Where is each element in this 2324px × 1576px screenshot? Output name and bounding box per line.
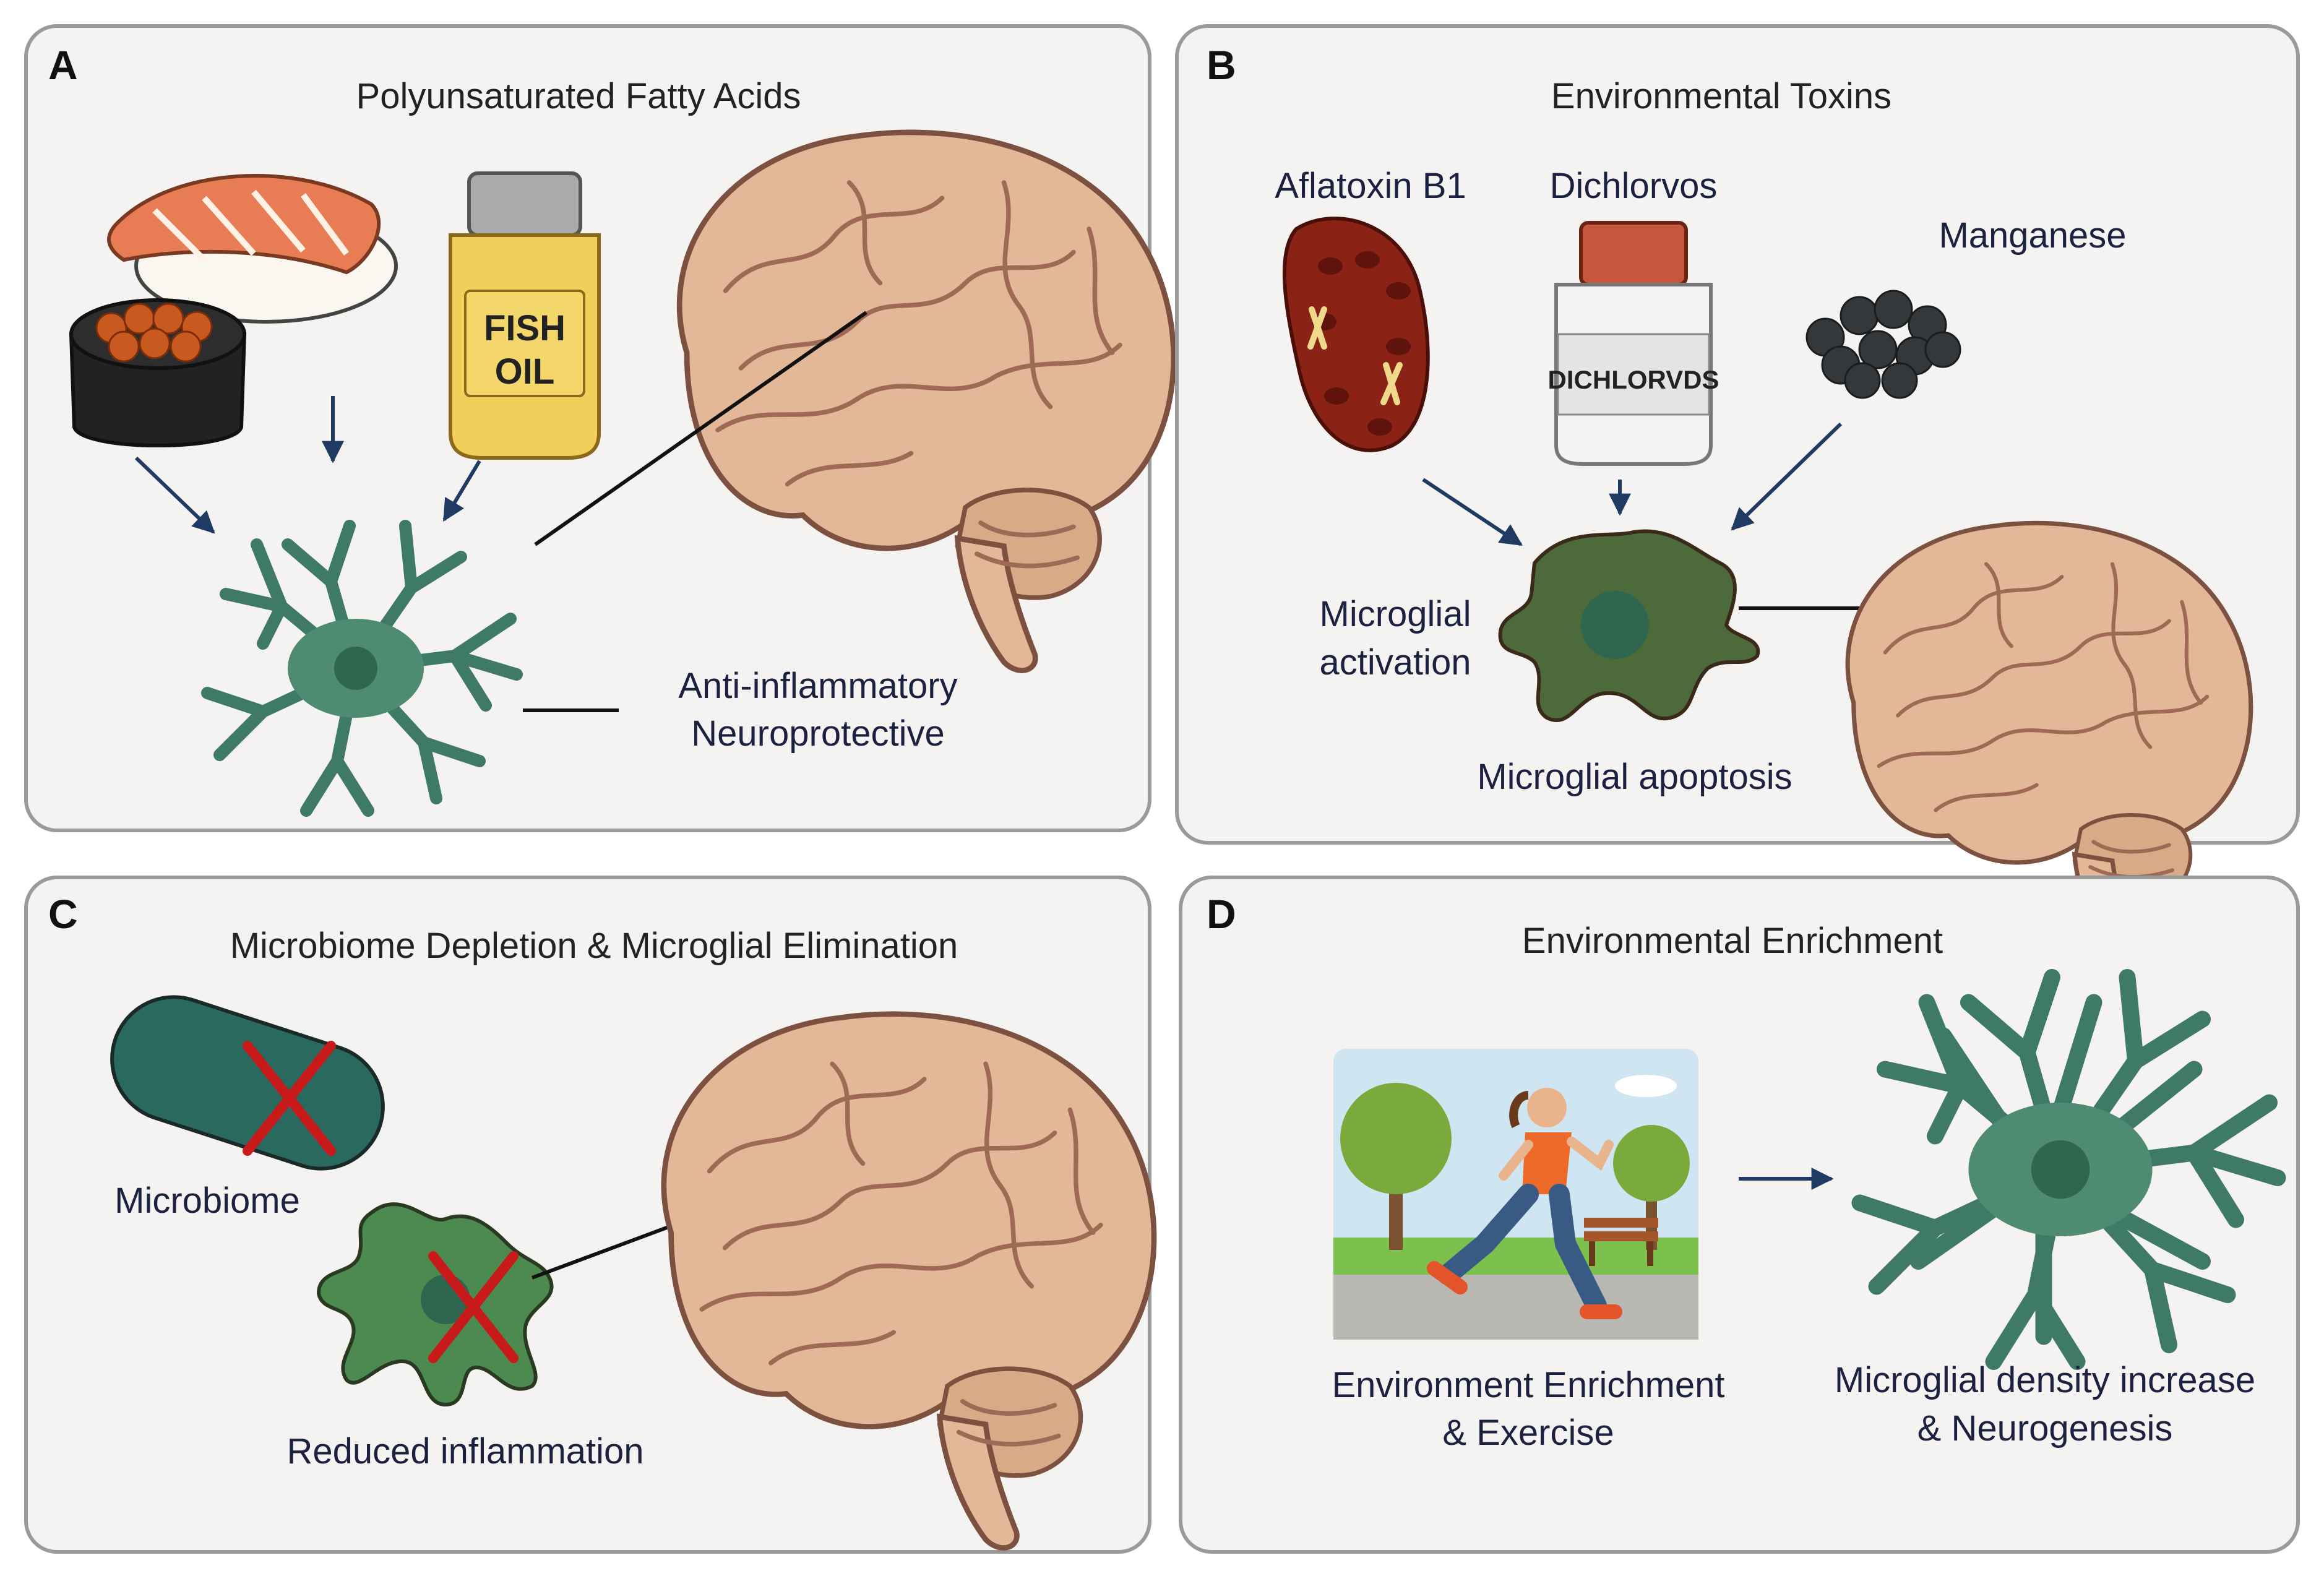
cross-mark-icon	[243, 1041, 336, 1156]
fish-oil-bottle-icon: FISH OIL	[449, 171, 601, 460]
running-in-park-illustration	[1333, 1049, 1698, 1340]
label-aflatoxin: Aflatoxin B1	[1275, 166, 1466, 206]
panel-b-title: Environmental Toxins	[1551, 76, 1891, 116]
arrow-fishoil-to-microglia	[442, 460, 481, 522]
label-anti-inflammatory: Anti-inflammatory	[678, 666, 957, 706]
aflatoxin-peanut-icon	[1282, 217, 1430, 452]
label-reduced-inflammation: Reduced inflammation	[286, 1431, 643, 1471]
label-microglial-activation-1: Microglial	[1320, 594, 1471, 634]
salmon-roe-sushi-icon	[69, 298, 247, 447]
label-microglial-apoptosis: Microglial apoptosis	[1477, 757, 1792, 797]
microglia-activated-icon	[1498, 529, 1760, 723]
label-microglial-activation-2: activation	[1319, 642, 1471, 683]
microglia-dense-icon	[1860, 978, 2278, 1362]
panel-c-title: Microbiome Depletion & Microglial Elimin…	[230, 926, 958, 966]
arrow-manganese-to-microglia	[1731, 422, 1843, 531]
panel-a-letter: A	[48, 42, 78, 88]
connector-microglia-brain	[534, 311, 867, 546]
label-manganese: Manganese	[1939, 215, 2126, 256]
fish-oil-label-line1: FISH	[484, 308, 566, 348]
label-environment-enrichment-2: & Exercise	[1442, 1413, 1614, 1453]
salmon-nigiri-icon	[107, 174, 398, 324]
panel-d-title: Environmental Enrichment	[1522, 921, 1943, 961]
fish-oil-label-line2: OIL	[495, 351, 555, 392]
manganese-pellets-icon	[1805, 290, 1961, 399]
panel-a: A Polyunsaturated Fatty Acids FISH OIL	[24, 24, 1174, 832]
label-microglial-density-2: & Neurogenesis	[1917, 1408, 2173, 1449]
cross-mark-icon	[428, 1251, 519, 1363]
panel-b-letter: B	[1207, 42, 1236, 88]
label-dichlorvos: Dichlorvos	[1550, 166, 1718, 206]
panel-c: C Microbiome Depletion & Microglial Elim…	[24, 876, 1154, 1554]
arrow-aflatoxin-to-microglia	[1422, 478, 1523, 546]
label-environment-enrichment-1: Environment Enrichment	[1332, 1365, 1724, 1405]
dichlorvos-bottle-icon: DICHLORVDS	[1548, 221, 1719, 466]
arrow-sushi-to-microglia	[134, 456, 215, 534]
panel-c-letter: C	[48, 891, 78, 937]
label-neuroprotective: Neuroprotective	[691, 713, 944, 754]
panel-d: D Environmental Enrichment	[1179, 876, 2300, 1554]
label-microglial-density-1: Microglial density increase	[1835, 1360, 2255, 1400]
dichlorvos-bottle-label: DICHLORVDS	[1548, 365, 1719, 394]
panel-d-letter: D	[1207, 891, 1236, 937]
label-microbiome: Microbiome	[114, 1181, 300, 1221]
panel-b: B Environmental Toxins Aflatoxin B1 Dich…	[1175, 24, 2300, 962]
panel-a-title: Polyunsaturated Fatty Acids	[356, 76, 801, 116]
